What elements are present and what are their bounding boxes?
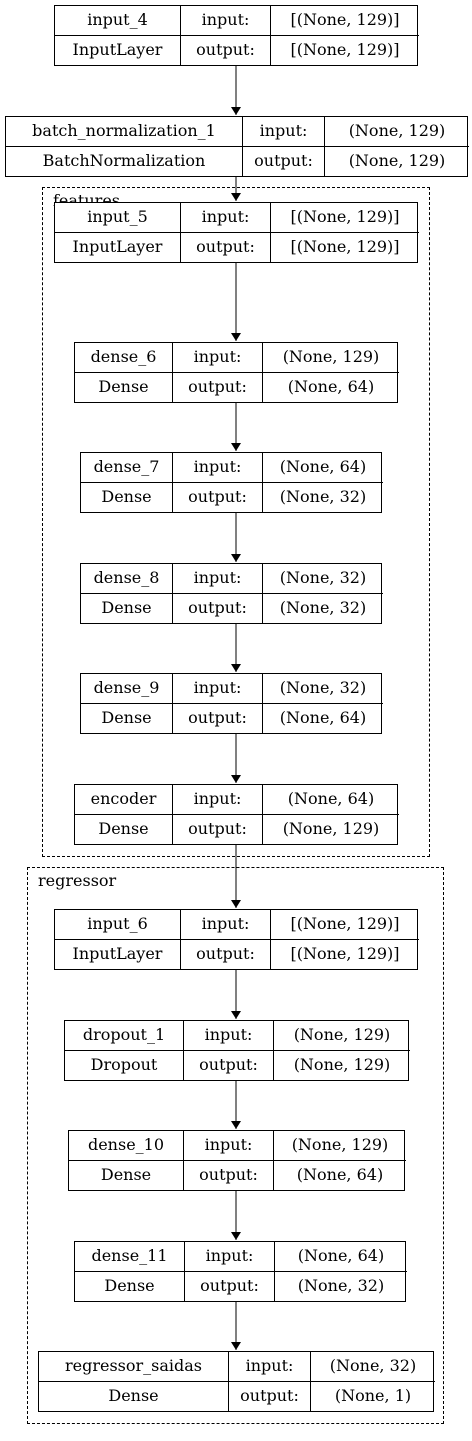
output-shape: [(None, 129)] (290, 237, 400, 257)
output-label: output: (173, 703, 263, 733)
layer-type: Dense (75, 814, 173, 844)
layer-name: dense_10 (69, 1131, 184, 1161)
input-shape: (None, 129) (274, 1021, 410, 1051)
layer-type: InputLayer (55, 35, 181, 65)
output-label: output: (229, 1381, 311, 1411)
output-label: output: (181, 939, 271, 969)
layer-type: Dense (75, 1271, 185, 1301)
output-label: output: (173, 814, 263, 844)
input-shape: (None, 64) (275, 1242, 407, 1272)
output-label: output: (243, 146, 325, 176)
layer-type: InputLayer (55, 939, 181, 969)
input-label: input: (185, 1242, 275, 1272)
output-shape: (None, 129) (348, 151, 446, 171)
cluster-regressor: regressor (27, 867, 444, 1424)
input-label: input: (181, 6, 271, 36)
layer-name: dense_8 (81, 564, 173, 594)
input-shape: (None, 64) (263, 785, 399, 815)
input-label: input: (173, 564, 263, 594)
input-shape: [(None, 129)] (271, 910, 419, 940)
input-label: input: (229, 1352, 311, 1382)
input-label: input: (243, 117, 325, 147)
input-label: input: (173, 453, 263, 483)
layer-type: Dense (81, 593, 173, 623)
output-label: output: (181, 35, 271, 65)
layer-name: dense_7 (81, 453, 173, 483)
layer-type: BatchNormalization (6, 146, 243, 176)
output-shape: (None, 64) (279, 708, 367, 728)
input-shape: [(None, 129)] (271, 203, 419, 233)
output-shape: (None, 32) (279, 487, 367, 507)
output-label: output: (173, 482, 263, 512)
layer-name: batch_normalization_1 (6, 117, 243, 147)
output-shape: [(None, 129)] (290, 944, 400, 964)
input-label: input: (173, 343, 263, 373)
layer-name: encoder (75, 785, 173, 815)
input-shape: (None, 129) (274, 1131, 406, 1161)
layer-name: input_6 (55, 910, 181, 940)
layer-type: Dense (81, 703, 173, 733)
output-shape: (None, 32) (297, 1276, 385, 1296)
input-label: input: (184, 1131, 274, 1161)
output-label: output: (181, 232, 271, 262)
output-label: output: (184, 1050, 274, 1080)
input-shape: [(None, 129)] (271, 6, 419, 36)
input-label: input: (173, 785, 263, 815)
layer-type: Dense (75, 372, 173, 402)
layer-name: regressor_saidas (39, 1352, 229, 1382)
output-shape: (None, 64) (287, 377, 375, 397)
input-label: input: (181, 203, 271, 233)
layer-name: input_4 (55, 6, 181, 36)
output-shape: (None, 129) (293, 1055, 391, 1075)
output-shape: (None, 129) (282, 819, 380, 839)
layer-name: dense_11 (75, 1242, 185, 1272)
output-label: output: (173, 593, 263, 623)
layer-type: Dense (39, 1381, 229, 1411)
layer-name: dense_6 (75, 343, 173, 373)
input-shape: (None, 32) (263, 564, 383, 594)
output-label: output: (185, 1271, 275, 1301)
input-shape: (None, 32) (311, 1352, 435, 1382)
input-shape: (None, 129) (263, 343, 399, 373)
output-shape: (None, 1) (334, 1386, 412, 1406)
layer-name: dense_9 (81, 674, 173, 704)
input-label: input: (181, 910, 271, 940)
input-shape: (None, 64) (263, 453, 383, 483)
cluster-label-regressor: regressor (38, 871, 117, 890)
input-label: input: (184, 1021, 274, 1051)
output-shape: (None, 32) (279, 598, 367, 618)
layer-type: InputLayer (55, 232, 181, 262)
input-label: input: (173, 674, 263, 704)
output-label: output: (184, 1160, 274, 1190)
input-shape: (None, 32) (263, 674, 383, 704)
output-shape: (None, 64) (296, 1165, 384, 1185)
output-label: output: (173, 372, 263, 402)
cluster-features: features (42, 187, 430, 857)
layer-name: dropout_1 (65, 1021, 184, 1051)
layer-name: input_5 (55, 203, 181, 233)
layer-type: Dense (69, 1160, 184, 1190)
output-shape: [(None, 129)] (290, 40, 400, 60)
input-shape: (None, 129) (325, 117, 469, 147)
layer-type: Dropout (65, 1050, 184, 1080)
layer-type: Dense (81, 482, 173, 512)
